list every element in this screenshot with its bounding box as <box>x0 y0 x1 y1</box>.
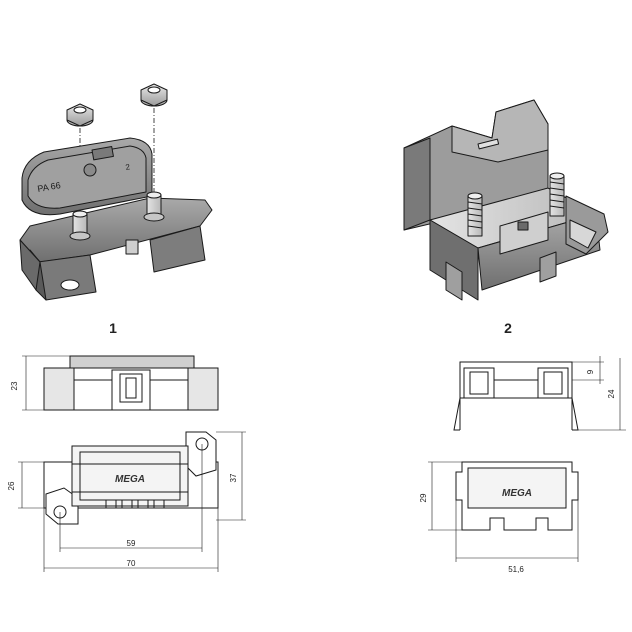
holder-2-isometric <box>403 99 609 301</box>
dim-h1-37: 37 <box>229 473 238 482</box>
dim-h1-26: 26 <box>7 481 16 490</box>
holder-2-side-view <box>453 356 626 431</box>
dim-h2-29: 29 <box>419 493 428 502</box>
dim-h1-23: 23 <box>10 381 19 390</box>
label-holder-1: 1 <box>109 320 117 336</box>
stud-2-left <box>467 192 483 237</box>
dim-h1-59: 59 <box>127 539 136 548</box>
dim-h1-70: 70 <box>127 559 136 568</box>
holder-1-side-view <box>22 355 219 411</box>
holder-1-top-view <box>18 431 246 572</box>
holder-2-top-view <box>428 461 579 562</box>
label-holder-2: 2 <box>504 320 512 336</box>
stud-2-right <box>549 172 565 217</box>
nut-right <box>140 83 168 107</box>
stud-left <box>69 210 91 241</box>
logo-h2: MEGA <box>502 488 532 499</box>
dim-h2-51-6: 51,6 <box>508 565 524 574</box>
rating-marking: 2 <box>125 162 131 172</box>
front-face <box>429 219 479 301</box>
holder-1-isometric: PA 66 2 <box>19 83 213 301</box>
body-marking: PA 66 <box>37 180 62 194</box>
stud-right <box>143 191 165 222</box>
logo-h1: MEGA <box>115 474 145 485</box>
nut-left <box>66 103 94 127</box>
dim-h2-9: 9 <box>586 369 595 374</box>
dim-h2-24: 24 <box>607 389 616 398</box>
